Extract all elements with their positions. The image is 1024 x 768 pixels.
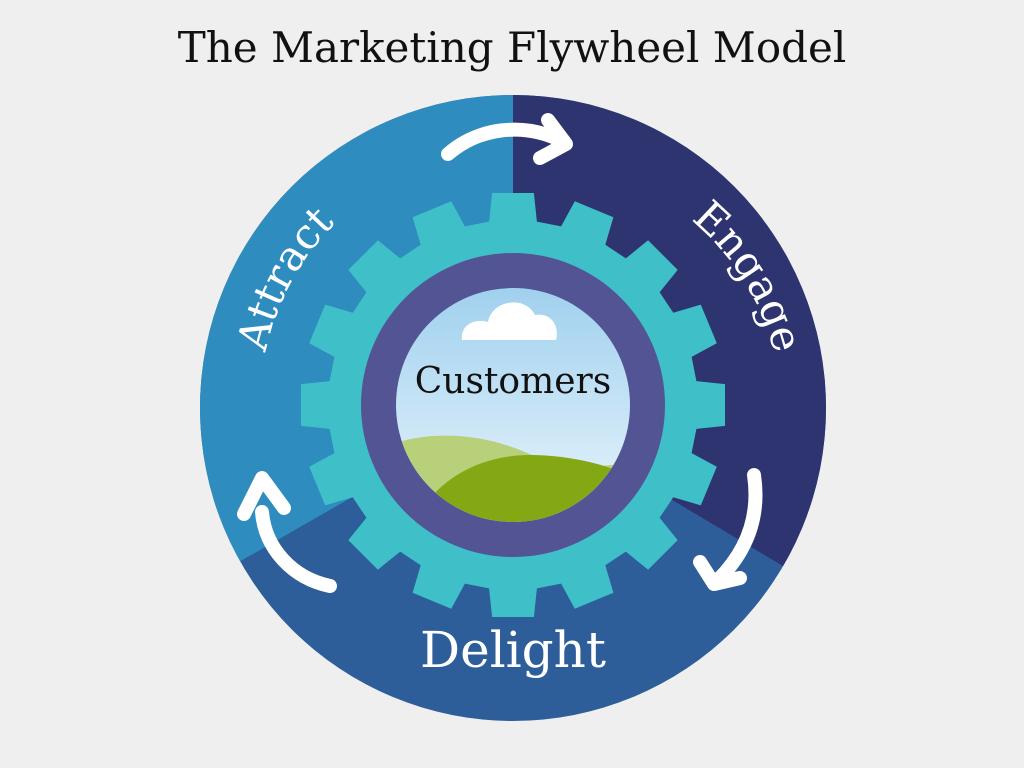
arrow-engage-to-delight-icon xyxy=(693,468,763,591)
center-label: Customers xyxy=(415,361,611,402)
page-title: The Marketing Flywheel Model xyxy=(177,23,847,72)
arrow-attract-to-engage-icon xyxy=(441,113,573,165)
arrow-delight-to-attract-icon xyxy=(237,471,337,593)
delight-label: Delight xyxy=(420,621,606,679)
cloud-icon xyxy=(461,302,557,340)
center-landscape xyxy=(396,288,630,522)
